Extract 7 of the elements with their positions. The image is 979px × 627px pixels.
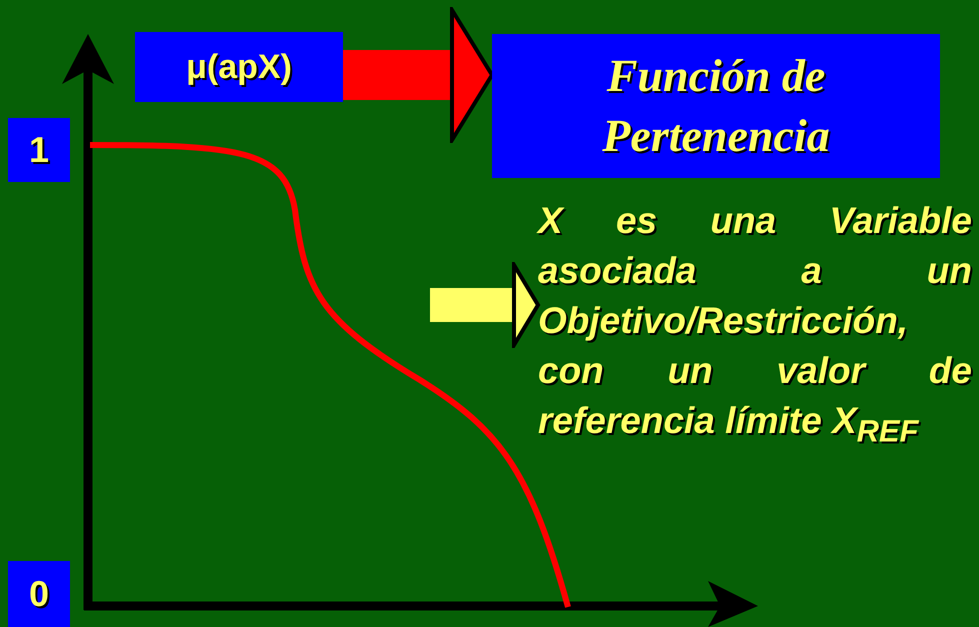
tick-box: 0 [8, 561, 70, 627]
block-arrow [430, 263, 540, 347]
block-arrow [343, 8, 494, 142]
description-text: X es una Variable asociada a un Objetivo/Restricción, con un valor de referencia límite X$_{REF}$ [538, 196, 972, 452]
tick-box: 1 [8, 118, 70, 182]
heading-box: Función de Pertenencia [492, 34, 940, 178]
label-box: μ(apX) [135, 32, 343, 102]
